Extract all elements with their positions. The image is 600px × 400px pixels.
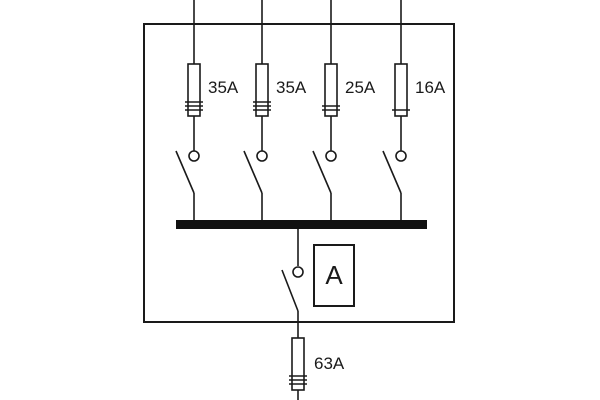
feeder-3: 25A — [312, 0, 376, 220]
switch-blade — [382, 150, 402, 194]
enclosure — [143, 23, 455, 323]
incomer-switch-blade — [281, 269, 299, 312]
fuse-rating-label: 35A — [276, 78, 307, 97]
feeder-fuse-body — [394, 63, 408, 117]
feeder-2: 35A — [243, 0, 307, 220]
busbar — [176, 220, 427, 229]
feeder-fuse-body — [187, 63, 201, 117]
fuse-rating-label: 16A — [415, 78, 446, 97]
ammeter-box — [313, 244, 355, 307]
switch-contact — [395, 150, 407, 162]
feeder-1: 35A — [175, 0, 239, 220]
switch-blade — [175, 150, 195, 194]
fuse-rating-label: 25A — [345, 78, 376, 97]
fuse-rating-label: 35A — [208, 78, 239, 97]
switch-contact — [325, 150, 337, 162]
feeder-group: 35A 35A 25A 16A — [175, 0, 446, 220]
ammeter-symbol: A — [325, 260, 343, 290]
switch-contact — [256, 150, 268, 162]
switch-contact — [188, 150, 200, 162]
incomer-circuit: 63A A — [281, 229, 355, 400]
incomer-switch-contact — [292, 266, 304, 278]
feeder-fuse-body — [324, 63, 338, 117]
switch-blade — [243, 150, 263, 194]
feeder-4: 16A — [382, 0, 446, 220]
incomer-fuse-rating-label: 63A — [314, 354, 345, 373]
feeder-fuse-body — [255, 63, 269, 117]
switch-blade — [312, 150, 332, 194]
incomer-fuse-body — [291, 337, 305, 391]
